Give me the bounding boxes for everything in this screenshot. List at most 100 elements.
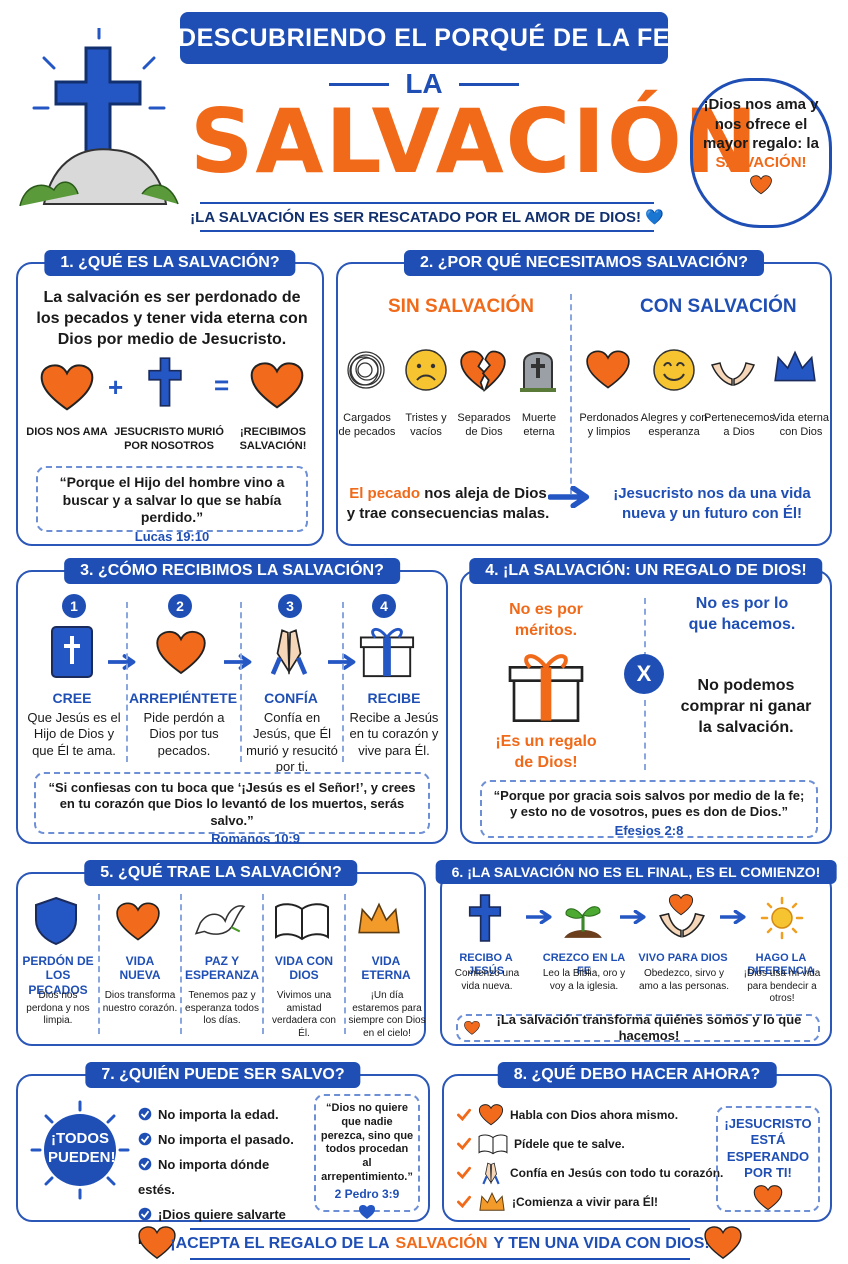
s4-right-top: No es por lo que hacemos.: [688, 595, 796, 633]
list-item: ¡Comienza a vivir para Él!: [456, 1187, 726, 1216]
kicker-text: DESCUBRIENDO EL PORQUÉ DE LA FE: [178, 23, 670, 52]
s3-divider: [342, 602, 344, 762]
step-3-label: CONFÍA: [264, 690, 318, 706]
s5-item-3-text: Tenemos paz y esperanza todos los días.: [185, 990, 259, 1026]
subtitle-bar: ¡LA SALVACIÓN ES SER RESCATADO POR EL AM…: [190, 202, 664, 232]
s5-item-4-text: Vivimos una amistad verdadera con Él.: [272, 990, 336, 1039]
step-1-number: 1: [62, 594, 86, 618]
step-3-text: Confía en Jesús, que Él murió y resucitó…: [246, 710, 338, 774]
check-icon: [138, 1107, 152, 1121]
heart-icon: [586, 350, 630, 390]
heart-icon: [250, 362, 304, 410]
s3-divider: [126, 602, 128, 762]
s2-with-4: Vida eterna con Dios: [772, 412, 830, 438]
gift-icon: [358, 622, 416, 680]
cloud-highlight: SALVACIÓN!: [715, 153, 807, 171]
footer-post: Y TEN UNA VIDA CON DIOS!: [493, 1235, 710, 1252]
heart-icon: [40, 364, 94, 412]
la-text: LA: [405, 68, 443, 99]
section-2-title: 2. ¿POR QUÉ NECESITAMOS SALVACIÓN?: [403, 250, 765, 276]
scribble-icon: [344, 348, 388, 392]
heart-icon: [464, 1020, 480, 1036]
list-item: No importa la edad.: [138, 1102, 308, 1127]
section-5-title: 5. ¿QUÉ TRAE LA SALVACIÓN?: [84, 860, 358, 886]
broken-heart-icon: [460, 350, 506, 392]
s4-quote-text: “Porque por gracia sois salvos por medio…: [493, 788, 805, 820]
cloud-text: ¡Dios nos ama y nos ofrece el mayor rega…: [703, 96, 819, 152]
section-7-panel: 7. ¿QUIÉN PUEDE SER SALVO? ¡TODOS PUEDEN…: [16, 1062, 430, 1247]
plus-icon: +: [108, 372, 124, 402]
happy-face-icon: [652, 348, 696, 392]
heart-icon: [668, 894, 694, 916]
footer-pre: ¡ACEPTA EL REGALO DE LA: [170, 1235, 390, 1252]
s4-right-bottom: No podemos comprar ni ganar la salvación…: [680, 677, 812, 736]
cloud-callout: ¡Dios nos ama y nos ofrece el mayor rega…: [690, 78, 832, 228]
s7-quote-ref: 2 Pedro 3:9: [334, 1186, 400, 1201]
s2-with-3: Pertenecemos a Dios: [704, 412, 775, 438]
crown-icon: [772, 348, 818, 386]
s5-item-5-label: VIDA ETERNA: [361, 954, 411, 983]
step-2-number: 2: [168, 594, 192, 618]
cross-icon: [468, 894, 502, 942]
s6-banner-text: ¡La salvación transforma quiénes somos y…: [496, 1011, 802, 1043]
step-1-label: CREE: [52, 690, 92, 706]
arrow-right-icon: [526, 910, 554, 924]
open-book-icon: [478, 1133, 508, 1155]
page-title: SALVACIÓN: [190, 98, 757, 186]
s5-item-3-label: PAZ Y ESPERANZA: [184, 954, 259, 983]
footer-highlight: SALVACIÓN: [395, 1235, 488, 1252]
list-item: Habla con Dios ahora mismo.: [456, 1100, 726, 1129]
check-icon: [138, 1132, 152, 1146]
s2-with-2: Alegres y con esperanza: [640, 412, 708, 438]
cross-icon: [148, 356, 182, 408]
s1-item-1: DIOS NOS AMA: [26, 426, 108, 438]
crown-icon: [478, 1191, 506, 1213]
heart-icon: [704, 1226, 742, 1260]
check-icon: [138, 1157, 152, 1171]
s6-item-1-text: Comienzo una vida nueva.: [454, 968, 520, 992]
s6-item-1-label: RECIBO A JESÚS: [459, 952, 513, 978]
bible-icon: [48, 624, 98, 680]
s3-quote-text: “Si confiesas con tu boca que ‘¡Jesús es…: [48, 780, 416, 828]
open-hands-icon: [708, 348, 758, 390]
s5-item-2-text: Dios transforma nuestro corazón.: [102, 990, 178, 1014]
s6-item-3-text: Obedezco, sirvo y amo a las personas.: [638, 968, 730, 992]
check-icon: [456, 1165, 472, 1181]
s2-without-title: SIN SALVACIÓN: [388, 296, 535, 317]
s2-without-1: Cargados de pecados: [338, 412, 396, 438]
s5-item-1-label: PERDÓN DE LOS PECADOS: [22, 954, 94, 997]
title-text: SALVACIÓN: [190, 90, 760, 193]
step-2-text: Pide perdón a Dios por tus pecados.: [143, 710, 225, 758]
burst-icon: [30, 1100, 130, 1200]
check-icon: [456, 1107, 472, 1123]
tombstone-icon: [518, 344, 558, 392]
s3-quote: “Si confiesas con tu boca que ‘¡Jesús es…: [34, 772, 430, 846]
heart-icon: [116, 902, 160, 942]
s3-divider: [240, 602, 242, 762]
step-2-label: ARREPIÉNTETE: [128, 690, 238, 706]
s5-divider: [344, 894, 346, 1034]
x-icon: X: [624, 654, 664, 694]
la-label: LA: [300, 68, 548, 100]
arrow-right-icon: [224, 654, 254, 670]
check-icon: [456, 1194, 472, 1210]
arrow-right-icon: [108, 654, 138, 670]
section-3-title: 3. ¿CÓMO RECIBIMOS LA SALVACIÓN?: [64, 558, 400, 584]
s6-item-3-label: VIVO PARA DIOS: [638, 952, 728, 964]
s1-item-2: JESUCRISTO MURIÓ POR NOSOTROS: [114, 426, 224, 452]
s4-left-bottom: ¡Es un regalo de Dios!: [495, 733, 597, 771]
section-2-panel: 2. ¿POR QUÉ NECESITAMOS SALVACIÓN? SIN S…: [336, 250, 832, 546]
heart-icon: [750, 175, 772, 195]
open-book-icon: [274, 900, 330, 942]
s2-sin-rest: nos aleja de Dios y trae consecuencias m…: [346, 485, 550, 522]
shield-icon: [34, 896, 78, 946]
s2-sin-text: El pecado nos aleja de Dios y trae conse…: [346, 484, 550, 523]
section-8-panel: 8. ¿QUÉ DEBO HACER AHORA? Habla con Dios…: [442, 1062, 832, 1222]
sad-face-icon: [404, 348, 448, 392]
s2-without-4: Muerte eterna: [521, 412, 557, 438]
s5-item-4-label: VIDA CON DIOS: [274, 954, 334, 983]
cross-hill-icon: [19, 26, 179, 207]
heart-icon: [478, 1104, 504, 1126]
todos-badge: ¡TODOS PUEDEN!: [30, 1100, 130, 1200]
s7-quote-text: “Dios no quiere que nadie perezca, sino …: [320, 1102, 414, 1183]
